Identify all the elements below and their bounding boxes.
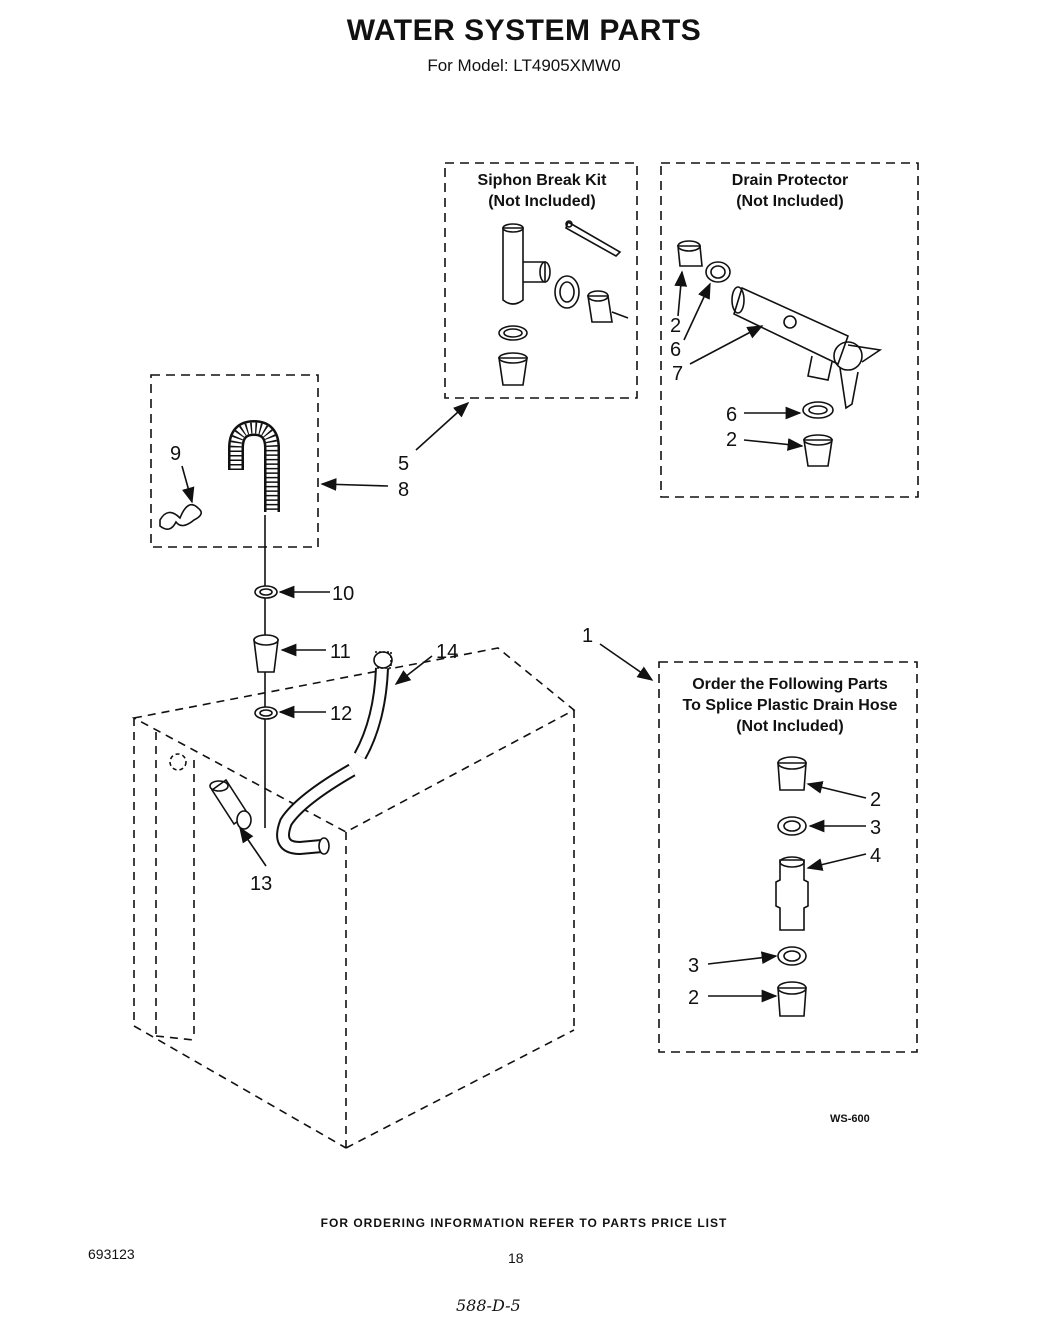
handwritten-note: 588-D-5 [456, 1296, 521, 1315]
siphon-tie-strap [565, 220, 622, 257]
callout-4: 4 [870, 845, 881, 867]
callout-2-drain-bottom: 2 [726, 429, 737, 451]
drain-protector-connector-top [677, 240, 703, 267]
ordering-note: FOR ORDERING INFORMATION REFER TO PARTS … [320, 1216, 728, 1230]
callout-9: 9 [170, 443, 181, 465]
callout-11: 11 [330, 641, 351, 663]
siphon-kit-box [444, 162, 638, 399]
callout-2-splice-bottom: 2 [688, 987, 699, 1009]
callout-14: 14 [436, 641, 458, 663]
hose-clamp-12 [254, 706, 278, 720]
drain-protector-box [660, 162, 919, 498]
callout-1: 1 [582, 625, 593, 647]
callout-12: 12 [330, 703, 352, 725]
callout-5: 5 [398, 453, 409, 475]
callout-2-splice-top: 2 [870, 789, 881, 811]
drain-protector-label: Drain Protector (Not Included) [731, 172, 849, 210]
drain-hose-box [150, 374, 319, 548]
splice-connector-top [777, 756, 807, 791]
hose-clamp-10 [254, 585, 278, 599]
splice-clamp-top [777, 816, 807, 836]
internal-drain-hose [276, 763, 356, 856]
callout-7: 7 [672, 363, 683, 385]
corrugated-drain-hose [228, 419, 280, 512]
callout-arrows [181, 270, 867, 1003]
callout-2-drain-top: 2 [670, 315, 681, 337]
hose-clamp-wire [159, 503, 202, 530]
drain-protector-clamp-bottom [802, 401, 834, 419]
splice-clamp-bottom [777, 946, 807, 966]
callout-8: 8 [398, 479, 409, 501]
siphon-lower-clamp [498, 325, 528, 341]
document-number: 693123 [88, 1246, 135, 1262]
callout-6-drain-top: 6 [670, 339, 681, 361]
figure-code: WS-600 [830, 1113, 870, 1125]
model-subtitle: For Model: LT4905XMW0 [427, 56, 621, 75]
callout-3-splice-bottom: 3 [688, 955, 699, 977]
splice-parts-box [658, 661, 918, 1053]
splice-connector-bottom [777, 981, 807, 1017]
drain-protector-connector-bottom [803, 434, 833, 467]
callout-13: 13 [250, 873, 272, 895]
washer-cabinet-outline [131, 647, 576, 1149]
hose-14 [353, 651, 393, 760]
siphon-lower-connector [498, 352, 528, 386]
splice-coupling [775, 856, 809, 931]
callout-6-drain-bottom: 6 [726, 404, 737, 426]
siphon-tee-fitting [502, 223, 551, 305]
callout-3-splice-top: 3 [870, 817, 881, 839]
siphon-connector [587, 290, 629, 323]
page-number: 18 [508, 1250, 524, 1266]
cabinet-outlet-port [169, 753, 187, 771]
hose-connector-11 [253, 634, 279, 673]
splice-parts-label: Order the Following Parts To Splice Plas… [682, 676, 898, 735]
drain-elbow-13 [209, 778, 252, 830]
siphon-clamp [554, 275, 580, 309]
page-title: WATER SYSTEM PARTS [346, 14, 702, 47]
drain-protector-clamp-top [705, 261, 731, 283]
siphon-break-kit-label: Siphon Break Kit (Not Included) [477, 172, 607, 210]
callout-10: 10 [332, 583, 354, 605]
drain-protector-body [731, 286, 883, 410]
